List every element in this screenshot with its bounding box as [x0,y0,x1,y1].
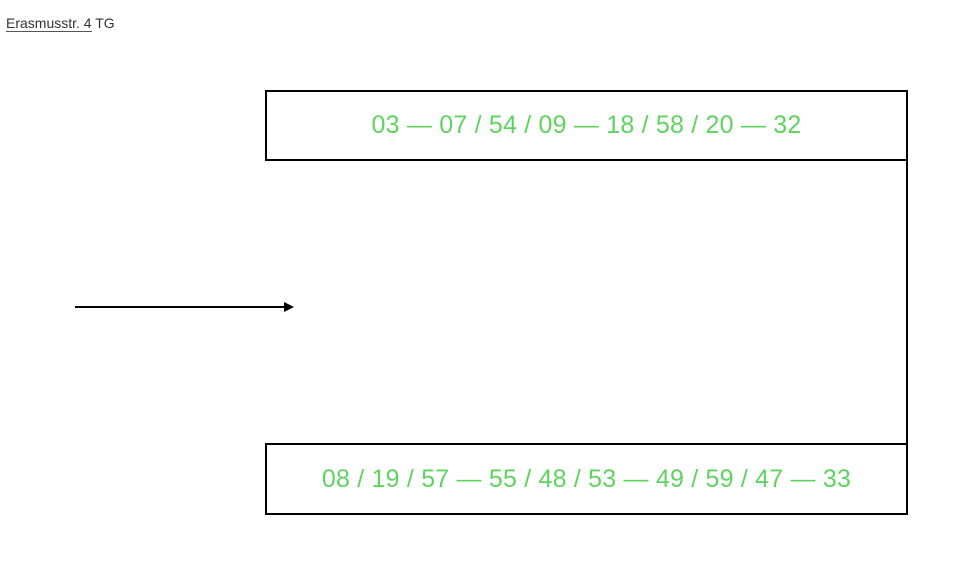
connector-line [906,160,908,444]
arrow-head [284,302,294,312]
top-route-box: 03 — 07 / 54 / 09 — 18 / 58 / 20 — 32 [265,90,908,161]
page-header: Erasmusstr. 4 TG [6,15,115,32]
top-route-text: 03 — 07 / 54 / 09 — 18 / 58 / 20 — 32 [371,111,802,139]
location-suffix: TG [95,15,115,31]
arrow-right-icon [75,302,294,312]
address-link[interactable]: Erasmusstr. 4 [6,15,92,32]
bottom-route-text: 08 / 19 / 57 — 55 / 48 / 53 — 49 / 59 / … [321,464,852,493]
bottom-route-box: 08 / 19 / 57 — 55 / 48 / 53 — 49 / 59 / … [265,443,908,515]
